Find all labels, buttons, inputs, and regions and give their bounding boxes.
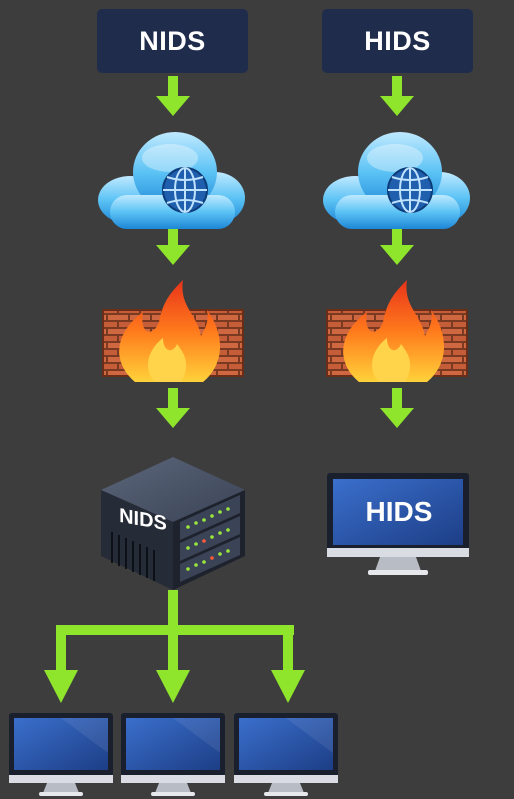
monitor-icon — [234, 713, 338, 796]
distribution-arrows — [44, 590, 305, 703]
monitor-icon — [121, 713, 225, 796]
nids-title: NIDS — [139, 25, 206, 56]
nids-title-box: NIDS — [97, 9, 248, 73]
arrow-down-icon — [156, 388, 190, 428]
arrow-down-icon — [380, 225, 414, 265]
monitor-hids-label: HIDS — [365, 495, 433, 527]
firewall-icon — [102, 279, 244, 383]
arrow-down-icon — [156, 670, 190, 703]
monitor-icon — [327, 473, 469, 575]
server-icon — [101, 457, 245, 590]
arrow-down-icon — [271, 670, 305, 703]
arrow-down-icon — [156, 76, 190, 116]
arrow-down-icon — [380, 388, 414, 428]
firewall-icon — [326, 279, 468, 383]
arrow-down-icon — [156, 225, 190, 265]
arrow-down-icon — [44, 670, 78, 703]
monitor-icon — [9, 713, 113, 796]
arrow-down-icon — [380, 76, 414, 116]
cloud-globe-icon — [97, 131, 246, 230]
hids-title-box: HIDS — [322, 9, 473, 73]
cloud-globe-icon — [322, 131, 471, 230]
hids-title: HIDS — [364, 25, 431, 56]
